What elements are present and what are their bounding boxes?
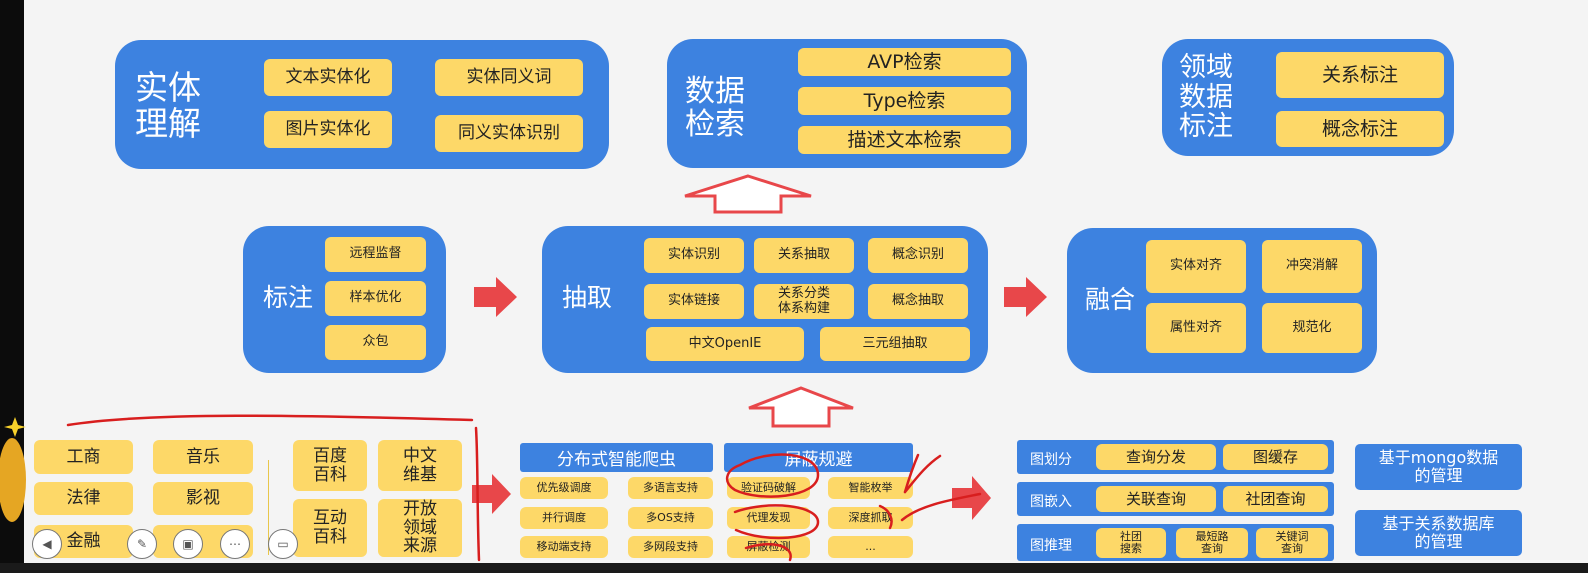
source-chip: 开放 领域 来源 — [378, 499, 462, 557]
bottom-edge — [0, 563, 1588, 573]
graph-chip: 关键词 查询 — [1256, 528, 1328, 558]
chip-item: 图片实体化 — [264, 111, 392, 148]
anti-block-chip: ... — [828, 536, 913, 558]
panel-title: 领域 数据 标注 — [1179, 52, 1233, 143]
divider-line — [268, 460, 269, 555]
panel-title: 标注 — [263, 283, 314, 312]
panel-title: 实体 理解 — [135, 68, 201, 144]
chip-item: 冲突消解 — [1262, 240, 1362, 293]
source-chip: 百度 百科 — [293, 440, 367, 491]
chip-item: AVP检索 — [798, 48, 1011, 76]
graph-row-label: 图划分 — [1030, 452, 1072, 468]
domain-chip: 音乐 — [153, 440, 253, 474]
crawler-chip: 多网段支持 — [628, 536, 713, 558]
toolbar — [30, 527, 300, 561]
domain-chip: 影视 — [153, 482, 253, 515]
chip-item: 实体对齐 — [1146, 240, 1246, 293]
source-chip: 中文 维基 — [378, 440, 462, 491]
right-arrow-icon — [474, 277, 517, 317]
chip-item: Type检索 — [798, 87, 1011, 115]
storage-item: 基于mongo数据 的管理 — [1355, 444, 1522, 490]
mascot-icon — [0, 417, 26, 522]
anti-block-chip: 代理发现 — [727, 507, 810, 529]
anti-block-chip: 智能枚举 — [828, 477, 913, 499]
chip-item: 规范化 — [1262, 303, 1362, 353]
up-arrow-icon — [748, 386, 854, 428]
chip-item: 远程监督 — [325, 237, 426, 272]
chip-item: 概念标注 — [1276, 111, 1444, 147]
chip-item: 众包 — [325, 325, 426, 360]
crawler-chip: 并行调度 — [520, 507, 608, 529]
right-arrow-icon — [472, 474, 511, 514]
chip-item: 关系抽取 — [754, 238, 854, 273]
chip-item: 同义实体识别 — [435, 115, 583, 152]
graph-chip: 图缓存 — [1223, 444, 1328, 470]
chip-item: 中文OpenIE — [646, 327, 804, 361]
chip-item: 描述文本检索 — [798, 126, 1011, 154]
chip-item: 概念识别 — [868, 238, 968, 273]
chip-item: 属性对齐 — [1146, 303, 1246, 353]
image-icon[interactable]: ▣ — [173, 529, 203, 559]
chip-item: 关系标注 — [1276, 52, 1444, 98]
screen-icon[interactable]: ▭ — [268, 529, 298, 559]
chip-item: 关系分类 体系构建 — [754, 284, 854, 319]
crawler-chip: 多OS支持 — [628, 507, 713, 529]
panel-title: 数据 检索 — [685, 74, 745, 142]
pen-icon[interactable]: ✎ — [127, 529, 157, 559]
graph-row-label: 图推理 — [1030, 538, 1072, 554]
chip-item: 三元组抽取 — [820, 327, 970, 361]
chip-item: 实体同义词 — [435, 59, 583, 96]
labeling-panel: 标注 远程监督 样本优化 众包 — [243, 226, 446, 373]
chip-item: 实体识别 — [644, 238, 744, 273]
up-arrow-icon — [684, 174, 812, 214]
crawler-chip: 移动端支持 — [520, 536, 608, 558]
graph-chip: 查询分发 — [1096, 444, 1216, 470]
storage-item: 基于关系数据库 的管理 — [1355, 510, 1522, 556]
domain-annotation-panel: 领域 数据 标注 关系标注 概念标注 — [1162, 39, 1454, 156]
graph-chip: 关联查询 — [1096, 486, 1216, 512]
crawler-chip: 优先级调度 — [520, 477, 608, 499]
fusion-panel: 融合 实体对齐 冲突消解 属性对齐 规范化 — [1067, 228, 1377, 373]
more-icon[interactable]: ⋯ — [220, 529, 250, 559]
panel-title: 抽取 — [562, 283, 613, 312]
domain-chip: 法律 — [34, 482, 133, 515]
chip-item: 概念抽取 — [868, 284, 968, 319]
entity-understanding-panel: 实体 理解 文本实体化 实体同义词 图片实体化 同义实体识别 — [115, 40, 609, 169]
panel-title: 融合 — [1085, 285, 1136, 314]
chip-item: 文本实体化 — [264, 59, 392, 96]
source-chip: 互动 百科 — [293, 499, 367, 557]
graph-chip: 社团 搜索 — [1096, 528, 1166, 558]
data-retrieval-panel: 数据 检索 AVP检索 Type检索 描述文本检索 — [667, 39, 1027, 168]
chip-item: 实体链接 — [644, 284, 744, 319]
graph-chip: 社团查询 — [1223, 486, 1328, 512]
graph-row-label: 图嵌入 — [1030, 494, 1072, 510]
prev-icon[interactable]: ◀ — [32, 529, 62, 559]
domain-chip: 工商 — [34, 440, 133, 474]
right-arrow-icon — [1004, 277, 1047, 317]
crawler-chip: 多语言支持 — [628, 477, 713, 499]
graph-chip: 最短路 查询 — [1176, 528, 1248, 558]
crawler-header: 分布式智能爬虫 — [520, 443, 713, 472]
chip-item: 样本优化 — [325, 281, 426, 316]
extraction-panel: 抽取 实体识别 关系抽取 概念识别 实体链接 关系分类 体系构建 概念抽取 中文… — [542, 226, 988, 373]
right-arrow-icon — [952, 476, 991, 520]
